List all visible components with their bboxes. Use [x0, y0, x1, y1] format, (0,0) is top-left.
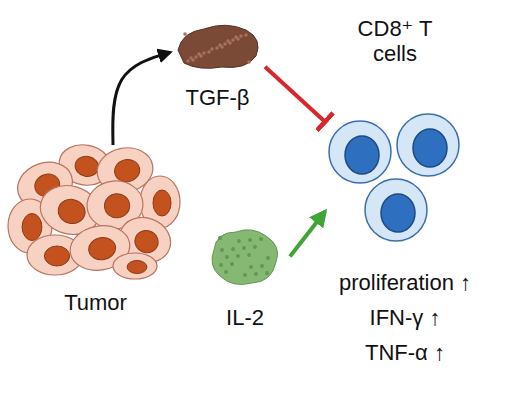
tumor-cell	[113, 253, 157, 279]
effect-label: proliferation ↑	[339, 270, 471, 295]
node-label: Tumor	[11, 290, 181, 315]
arrow-connector	[290, 212, 325, 257]
node-label: IL-2	[200, 305, 290, 330]
tgf-beta-illustration	[178, 25, 258, 68]
arrow-connector	[113, 52, 170, 145]
effect-label: IFN-γ ↑	[370, 305, 441, 330]
inhibition-connector	[265, 67, 325, 122]
il-2-illustration	[212, 230, 278, 285]
effect-label: TNF-α ↑	[365, 340, 445, 365]
illustrated-node: TGF-β	[170, 20, 265, 110]
illustrated-node: CD8⁺ T cells	[325, 16, 465, 246]
tumor-illustration	[8, 141, 180, 279]
node-label: TGF-β	[170, 85, 265, 110]
t-cell-illustration	[329, 114, 459, 241]
illustrated-node: Tumor	[8, 145, 183, 315]
illustrated-node: IL-2	[200, 225, 290, 330]
node-label: CD8⁺ T cells	[340, 16, 450, 67]
